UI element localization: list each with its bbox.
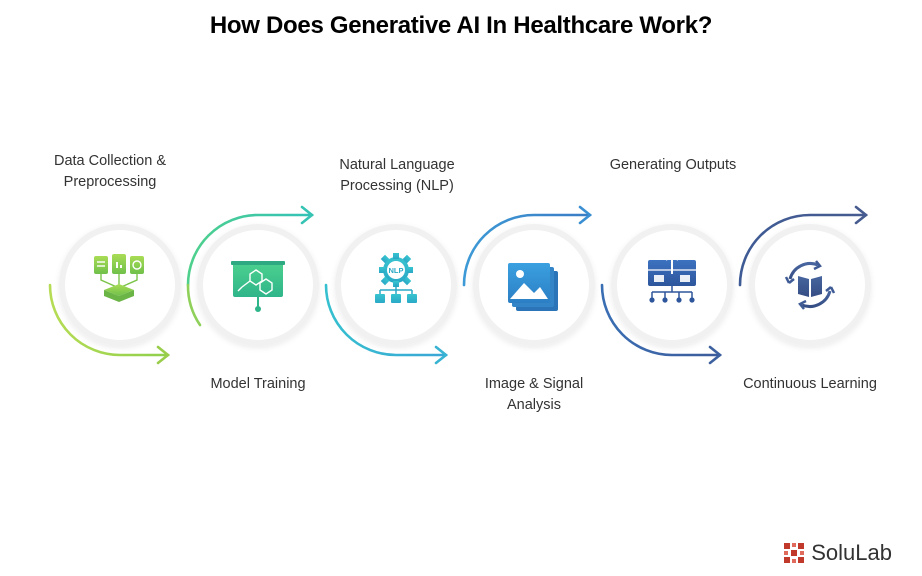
- image-analysis-icon: [508, 263, 558, 311]
- arc-2b: [186, 283, 202, 327]
- step-4-label: Image & Signal Analysis: [444, 374, 624, 416]
- step-4-label-line1: Image & Signal: [484, 376, 584, 392]
- flow-arcs: [48, 205, 869, 365]
- step-1-label: Data Collection & Preprocessing: [20, 151, 200, 193]
- arc-2-arrowhead: [300, 205, 315, 225]
- step-3-label: Natural Language Processing (NLP): [307, 155, 487, 197]
- generating-outputs-icon: [648, 252, 696, 303]
- step-1-label-line2: Preprocessing: [63, 174, 157, 190]
- step-4-label-line2: Analysis: [507, 397, 561, 413]
- step-3-label-line2: Processing (NLP): [340, 178, 454, 194]
- nlp-icon: NLP: [375, 253, 417, 303]
- step-2-label-line1: Model Training: [210, 376, 306, 392]
- solulab-brand: SoluLab: [783, 540, 892, 566]
- solulab-logo-icon: [784, 543, 805, 563]
- step-2-label: Model Training: [168, 374, 348, 395]
- step-6-label: Continuous Learning: [720, 374, 900, 395]
- arc-1-arrowhead: [156, 345, 171, 365]
- step-5-label: Generating Outputs: [583, 155, 763, 176]
- brand-name: SoluLab: [811, 540, 892, 565]
- arc-3-arrowhead: [434, 345, 449, 365]
- arc-4: [462, 213, 592, 287]
- step-circles: [59, 224, 871, 346]
- step-3-label-line1: Natural Language: [339, 157, 455, 173]
- nlp-badge: NLP: [389, 266, 404, 275]
- arc-5: [600, 283, 722, 357]
- arc-6-arrowhead: [854, 205, 869, 225]
- step-1-label-line1: Data Collection &: [53, 153, 167, 169]
- step-6-circle: [749, 224, 871, 346]
- arc-4-arrowhead: [578, 205, 593, 225]
- step-6-label-line1: Continuous Learning: [743, 376, 877, 392]
- page-title: How Does Generative AI In Healthcare Wor…: [209, 12, 713, 39]
- arc-2: [186, 213, 314, 287]
- model-training-icon: [231, 261, 285, 312]
- arc-5-arrowhead: [708, 345, 723, 365]
- step-5-label-line1: Generating Outputs: [609, 157, 737, 173]
- arc-6: [738, 213, 868, 287]
- arc-3: [324, 283, 448, 357]
- arc-1: [48, 283, 170, 357]
- continuous-learning-icon: [784, 260, 836, 310]
- data-collection-icon: [94, 254, 144, 302]
